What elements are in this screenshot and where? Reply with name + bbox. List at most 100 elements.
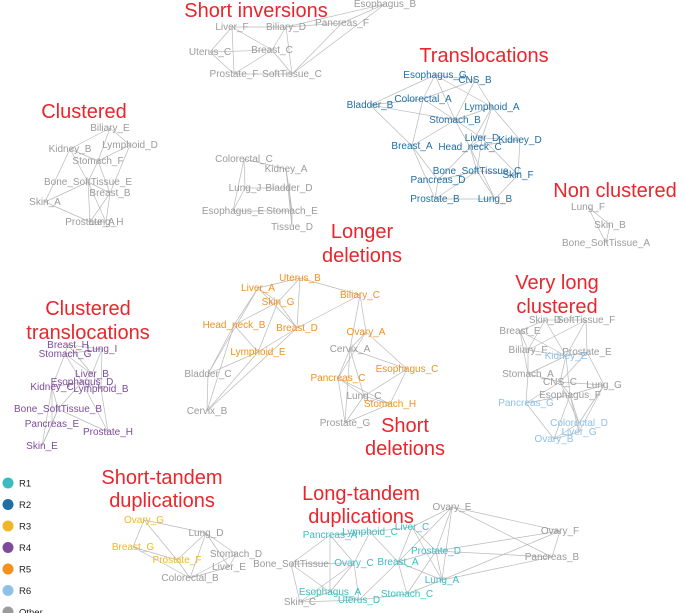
edge-cns-b-lymphoid-a	[474, 79, 493, 108]
edge-lymphoid-c-ovary-c	[353, 531, 371, 564]
edge-skin-g-head-neck-b	[233, 301, 279, 326]
node-ovary-g: Ovary_G	[124, 515, 164, 526]
edge-stomach-a-pancreas-g	[525, 373, 529, 404]
edge-cervix-b-lymphoid-e	[206, 351, 259, 412]
node-bone-softtissue-c: Bone_SoftTissue_C	[433, 166, 522, 177]
edge-ovary-g-prostate-f	[143, 519, 178, 561]
node-liver-e: Liver_E	[212, 562, 246, 573]
edge-esophagus-d-lymphoid-b	[81, 381, 102, 390]
edge-pancreas-b-prostate-d	[435, 550, 553, 558]
node-lymphoid-c: Lymphoid_C	[342, 527, 398, 538]
edge-esophagus-c-lung-c	[363, 368, 408, 397]
edge-stomach-a-cns-c	[527, 373, 561, 383]
edge-esophagus-b-biliary-d	[285, 3, 386, 28]
node-kidney-d: Kidney_D	[498, 135, 541, 146]
edge-cns-c-pancreas-g	[525, 381, 561, 404]
node-prostate-e: Prostate_E	[562, 347, 612, 358]
edge-skin-f-liver-d	[481, 137, 519, 176]
edge-kidney-b-bone-softtissue-e	[69, 148, 89, 183]
edge-skin-c-ovary-c	[299, 562, 355, 603]
edge-liver-c-prostate-d	[411, 526, 437, 552]
edge-esophagus-a-uterus-d	[329, 591, 360, 601]
edge-bone-softtissue-c-pancreas-d	[437, 170, 478, 181]
node-uterus-b: Uterus_B	[279, 273, 321, 284]
node-pancreas-g: Pancreas_G	[498, 398, 554, 409]
node-colorectal-d: Colorectal_D	[550, 418, 608, 429]
cluster-title-very-long-clustered-line-1: Very long	[515, 272, 598, 294]
edge-pancreas-g-ovary-b	[525, 402, 555, 440]
edge-ovary-e-lung-a	[441, 506, 453, 581]
edge-breast-h-stomach-g	[64, 344, 69, 355]
cluster-title-short-tandem-duplications-line-1: Short-tandem	[101, 467, 222, 489]
edge-stomach-c-prostate-d	[406, 550, 437, 595]
edge-prostate-g-cervix-a	[344, 348, 351, 424]
edge-prostate-a-breast-b	[89, 192, 111, 223]
node-lung-i: Lung_I	[87, 344, 118, 355]
node-stomach-g: Stomach_G	[39, 349, 92, 360]
edge-skin-g-breast-d	[277, 301, 298, 329]
edge-breast-a-pancreas-d	[411, 145, 439, 181]
node-esophagus-b: Esophagus_B	[354, 0, 417, 10]
node-kidney-c: Kidney_C	[30, 382, 73, 393]
node-esophagus-d: Esophagus_D	[51, 377, 114, 388]
node-lung-c: Lung_C	[346, 391, 381, 402]
node-lymphoid-b: Lymphoid_B	[73, 384, 129, 395]
edge-breast-g-prostate-f	[132, 546, 178, 561]
edge-liver-f-prostate-f	[231, 26, 235, 75]
node-tissue-d: Tissue_D	[271, 222, 313, 233]
edge-biliary-e-stomach-f	[97, 127, 111, 162]
edge-uterus-c-breast-c	[209, 49, 273, 53]
node-skin-g: Skin_G	[262, 297, 295, 308]
edge-lung-i-stomach-g	[64, 348, 103, 355]
edge-lymphoid-a-kidney-d	[491, 106, 521, 141]
legend-swatch-other	[2, 606, 14, 613]
node-prostate-g: Prostate_G	[320, 418, 371, 429]
node-stomach-h: Stomach_H	[364, 399, 416, 410]
node-head-neck-b: Head_neck_B	[203, 320, 266, 331]
cluster-title-short-tandem-duplications-line-2: duplications	[109, 490, 215, 512]
edge-biliary-e-lymphoid-d	[109, 127, 131, 146]
node-breast-a: Breast_A	[391, 141, 432, 152]
node-kidney-e: Kidney_E	[545, 351, 588, 362]
edge-stomach-f-bone-softtissue-e	[87, 160, 99, 183]
edge-esophagus-b-pancreas-f	[341, 3, 386, 24]
cluster-titles: Short inversionsTranslocationsClusteredN…	[26, 0, 676, 528]
edge-kidney-d-liver-d	[481, 137, 521, 141]
edge-colorectal-a-stomach-b	[422, 98, 456, 121]
node-prostate-f: Prostate_F	[210, 69, 259, 80]
node-colorectal-a: Colorectal_A	[394, 94, 452, 105]
edge-bladder-b-breast-a	[369, 104, 413, 147]
node-cervix-b: Cervix_B	[187, 406, 228, 417]
edge-lymphoid-c-liver-c	[369, 526, 413, 533]
edge-uterus-c-prostate-f	[209, 51, 235, 75]
edge-liver-d-head-neck-c	[469, 137, 483, 148]
edge-breast-e-skin-d	[519, 319, 546, 332]
node-ovary-c: Ovary_C	[334, 558, 373, 569]
node-colorectal-c: Colorectal_C	[215, 154, 273, 165]
node-breast-c: Breast_C	[251, 45, 293, 56]
node-liver-g: Liver_G	[561, 427, 596, 438]
edge-stomach-h-prostate-g	[344, 403, 391, 424]
edge-head-neck-c-bone-softtissue-c	[469, 146, 478, 172]
node-skin-d: Skin_D	[529, 315, 561, 326]
edge-kidney-b-stomach-f	[69, 148, 99, 162]
edge-biliary-d-breast-c	[271, 26, 287, 51]
edge-liver-a-head-neck-b	[233, 287, 259, 326]
edge-uterus-b-biliary-c	[299, 277, 361, 296]
edge-colorectal-c-kidney-a	[243, 158, 287, 170]
node-biliary-f: Biliary_F	[509, 345, 548, 356]
node-prostate-d: Prostate_D	[411, 546, 461, 557]
edge-ovary-g-lung-d	[143, 519, 207, 534]
node-bladder-c: Bladder_C	[184, 369, 231, 380]
edge-head-neck-b-lymphoid-e	[233, 324, 259, 353]
edge-lymphoid-d-breast-b	[109, 144, 131, 194]
edge-lung-g-colorectal-d	[578, 384, 605, 424]
legend-label-r4: R4	[19, 543, 31, 554]
edge-biliary-f-kidney-e	[527, 349, 567, 357]
edge-lung-b-head-neck-c	[469, 146, 496, 200]
cluster-title-very-long-clustered-line-2: clustered	[516, 296, 597, 318]
legend-swatch-r2	[2, 499, 14, 510]
cluster-title-longer-deletions-line-2: deletions	[322, 245, 402, 267]
